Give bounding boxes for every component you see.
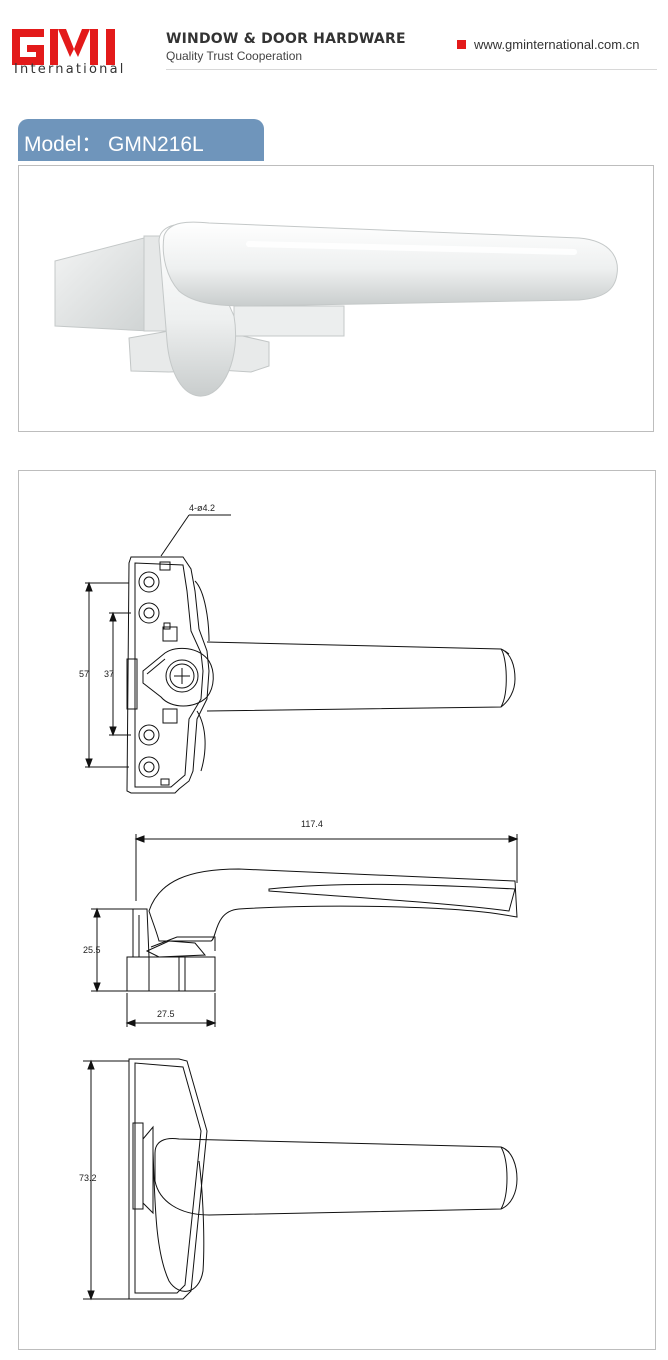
technical-drawing-frame: 4-ø4.2 57 37 — [18, 470, 656, 1350]
logo-subtitle: International — [14, 62, 126, 77]
dim-57-label: 57 — [79, 669, 89, 679]
product-photo-frame — [18, 165, 654, 432]
model-label: Model： GMN216L — [24, 133, 204, 156]
bullet-icon — [457, 40, 466, 49]
dim-117-4-label: 117.4 — [301, 819, 323, 829]
dim-73-2-label: 73.2 — [79, 1173, 97, 1183]
dim-37-label: 37 — [104, 669, 114, 679]
hole-spec-label: 4-ø4.2 — [189, 503, 215, 513]
model-tab: Model： GMN216L — [18, 119, 264, 161]
header-title: WINDOW & DOOR HARDWARE — [166, 31, 406, 47]
dim-27-5-label: 27.5 — [157, 1009, 175, 1019]
gmi-logo — [12, 29, 115, 65]
header-divider — [166, 69, 657, 70]
page-header: International WINDOW & DOOR HARDWARE Qua… — [0, 0, 668, 80]
side-view — [91, 834, 519, 1027]
website-link[interactable]: www.gminternational.com.cn — [474, 37, 640, 52]
technical-drawing: 4-ø4.2 57 37 — [79, 503, 519, 1301]
product-photo — [54, 221, 618, 397]
back-view — [83, 1058, 518, 1301]
front-view — [85, 514, 516, 794]
header-subtitle: Quality Trust Cooperation — [166, 49, 303, 63]
dim-25-5-label: 25.5 — [83, 945, 101, 955]
